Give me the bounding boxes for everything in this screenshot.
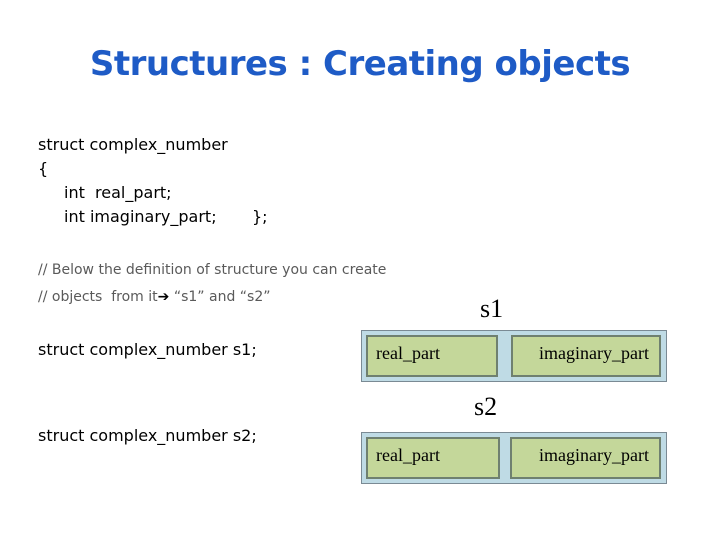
page-title: Structures : Creating objects	[89, 44, 631, 84]
imaginary-part-member: int imaginary_part;	[64, 207, 217, 226]
declaration-s2: struct complex_number s2;	[38, 426, 257, 445]
comment-line-1: // Below the definition of structure you…	[38, 262, 387, 278]
comment-line-2-objects: “s1” and “s2”	[173, 289, 271, 305]
close-brace: };	[252, 207, 268, 226]
field-imaginary-part-s2: imaginary_part	[510, 437, 661, 479]
open-brace: {	[38, 159, 49, 178]
declaration-s1: struct complex_number s1;	[38, 340, 257, 359]
object-box-s2: real_part imaginary_part	[361, 432, 667, 484]
field-imaginary-part-s1: imaginary_part	[511, 335, 661, 377]
object-box-s1: real_part imaginary_part	[361, 330, 667, 382]
field-label: imaginary_part	[539, 343, 649, 363]
field-label: imaginary_part	[539, 445, 649, 465]
field-real-part-s1: real_part	[366, 335, 498, 377]
field-label: real_part	[376, 343, 440, 363]
comment-line-2: // objects from it➔ “s1” and “s2”	[38, 285, 270, 309]
object-label-s1: s1	[480, 294, 504, 323]
right-arrow-icon: ➔	[157, 289, 170, 305]
field-real-part-s2: real_part	[366, 437, 500, 479]
object-label-s2: s2	[474, 392, 498, 421]
struct-definition-line: struct complex_number	[38, 135, 228, 154]
comment-line-2-text: // objects from it	[38, 289, 158, 305]
field-label: real_part	[376, 445, 440, 465]
real-part-member: int real_part;	[64, 183, 172, 202]
